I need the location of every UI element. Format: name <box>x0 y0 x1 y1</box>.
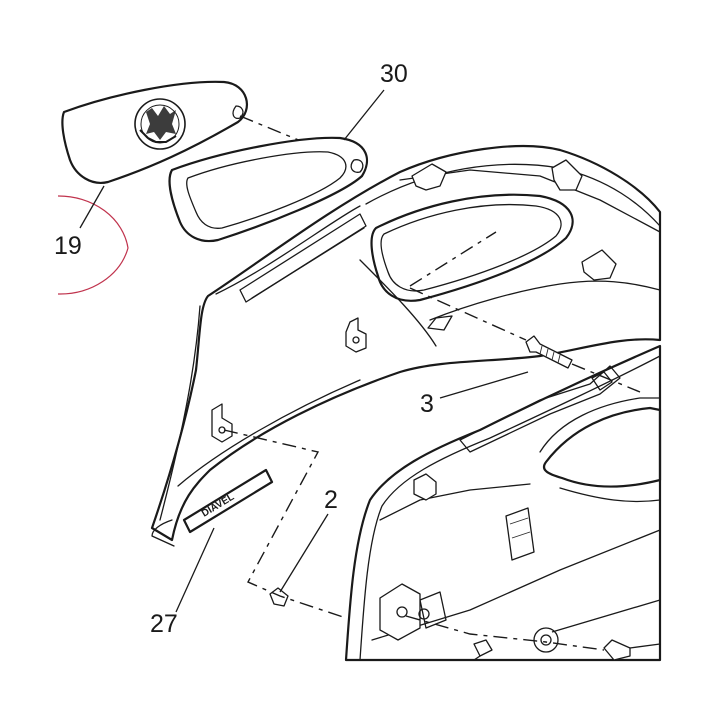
callout-19: 19 <box>54 232 82 260</box>
part-30-frame[interactable] <box>168 136 369 243</box>
callout-30: 30 <box>380 60 408 88</box>
long-bolt <box>603 639 661 661</box>
part-3-bolt[interactable] <box>525 335 573 369</box>
assembly-line-lower <box>223 429 347 619</box>
cowl-bracket-left <box>345 317 367 353</box>
washer <box>533 627 559 653</box>
tail-cowl-assembly[interactable] <box>150 145 662 547</box>
highlight-circle <box>57 195 129 295</box>
screw-bottom <box>473 639 493 661</box>
assembly-line-bottom <box>405 615 605 651</box>
assembly-line-3 <box>409 287 527 341</box>
rear-subframe-assembly[interactable] <box>344 344 662 662</box>
leader-27 <box>175 527 215 613</box>
callout-27: 27 <box>150 610 178 638</box>
part-2-clip[interactable] <box>269 587 289 607</box>
callout-2: 2 <box>324 486 338 514</box>
part-19-decal[interactable] <box>61 80 248 184</box>
cowl-bracket-lower <box>211 403 233 443</box>
subframe-connector <box>379 507 535 641</box>
cowl-bracket-top <box>411 159 617 281</box>
assembly-line-window <box>409 231 497 287</box>
leader-2 <box>279 513 329 593</box>
leader-30 <box>343 89 385 141</box>
leader-washer <box>551 599 661 633</box>
callout-3: 3 <box>420 390 434 418</box>
assembly-line-3b <box>571 363 641 393</box>
leader-19 <box>79 185 105 229</box>
subframe-bracket-upper <box>413 473 437 501</box>
leader-3 <box>439 371 529 399</box>
decal-logo-icon <box>134 98 186 150</box>
